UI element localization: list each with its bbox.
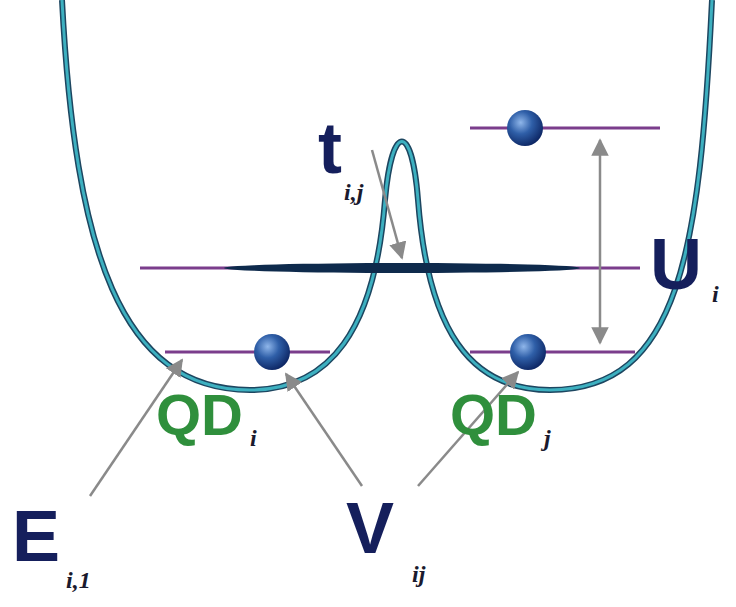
subscript: ij bbox=[412, 562, 425, 586]
dot-label: QD bbox=[450, 386, 537, 444]
subscript: i,1 bbox=[66, 568, 91, 592]
tunnel-coupling bbox=[224, 263, 580, 273]
electron bbox=[507, 110, 543, 146]
energy-level bbox=[470, 351, 635, 354]
symbol-letter: V bbox=[346, 492, 394, 564]
symbol-letter: E bbox=[12, 500, 60, 572]
leader-arrow bbox=[372, 150, 402, 258]
potential-curve bbox=[62, 0, 712, 390]
potential-curve bbox=[62, 0, 712, 390]
symbol-letter: U bbox=[650, 228, 702, 300]
subscript: i bbox=[250, 426, 257, 450]
dot-label: QD bbox=[156, 386, 243, 444]
double-arrow bbox=[599, 140, 602, 343]
symbol-letter: t bbox=[318, 112, 342, 184]
subscript: i,j bbox=[344, 180, 363, 204]
leader-arrow bbox=[286, 374, 362, 486]
electron bbox=[510, 334, 546, 370]
subscript: j bbox=[544, 426, 551, 450]
energy-level bbox=[165, 351, 330, 354]
energy-level bbox=[470, 127, 660, 130]
subscript: i bbox=[712, 282, 719, 306]
electron bbox=[254, 334, 290, 370]
